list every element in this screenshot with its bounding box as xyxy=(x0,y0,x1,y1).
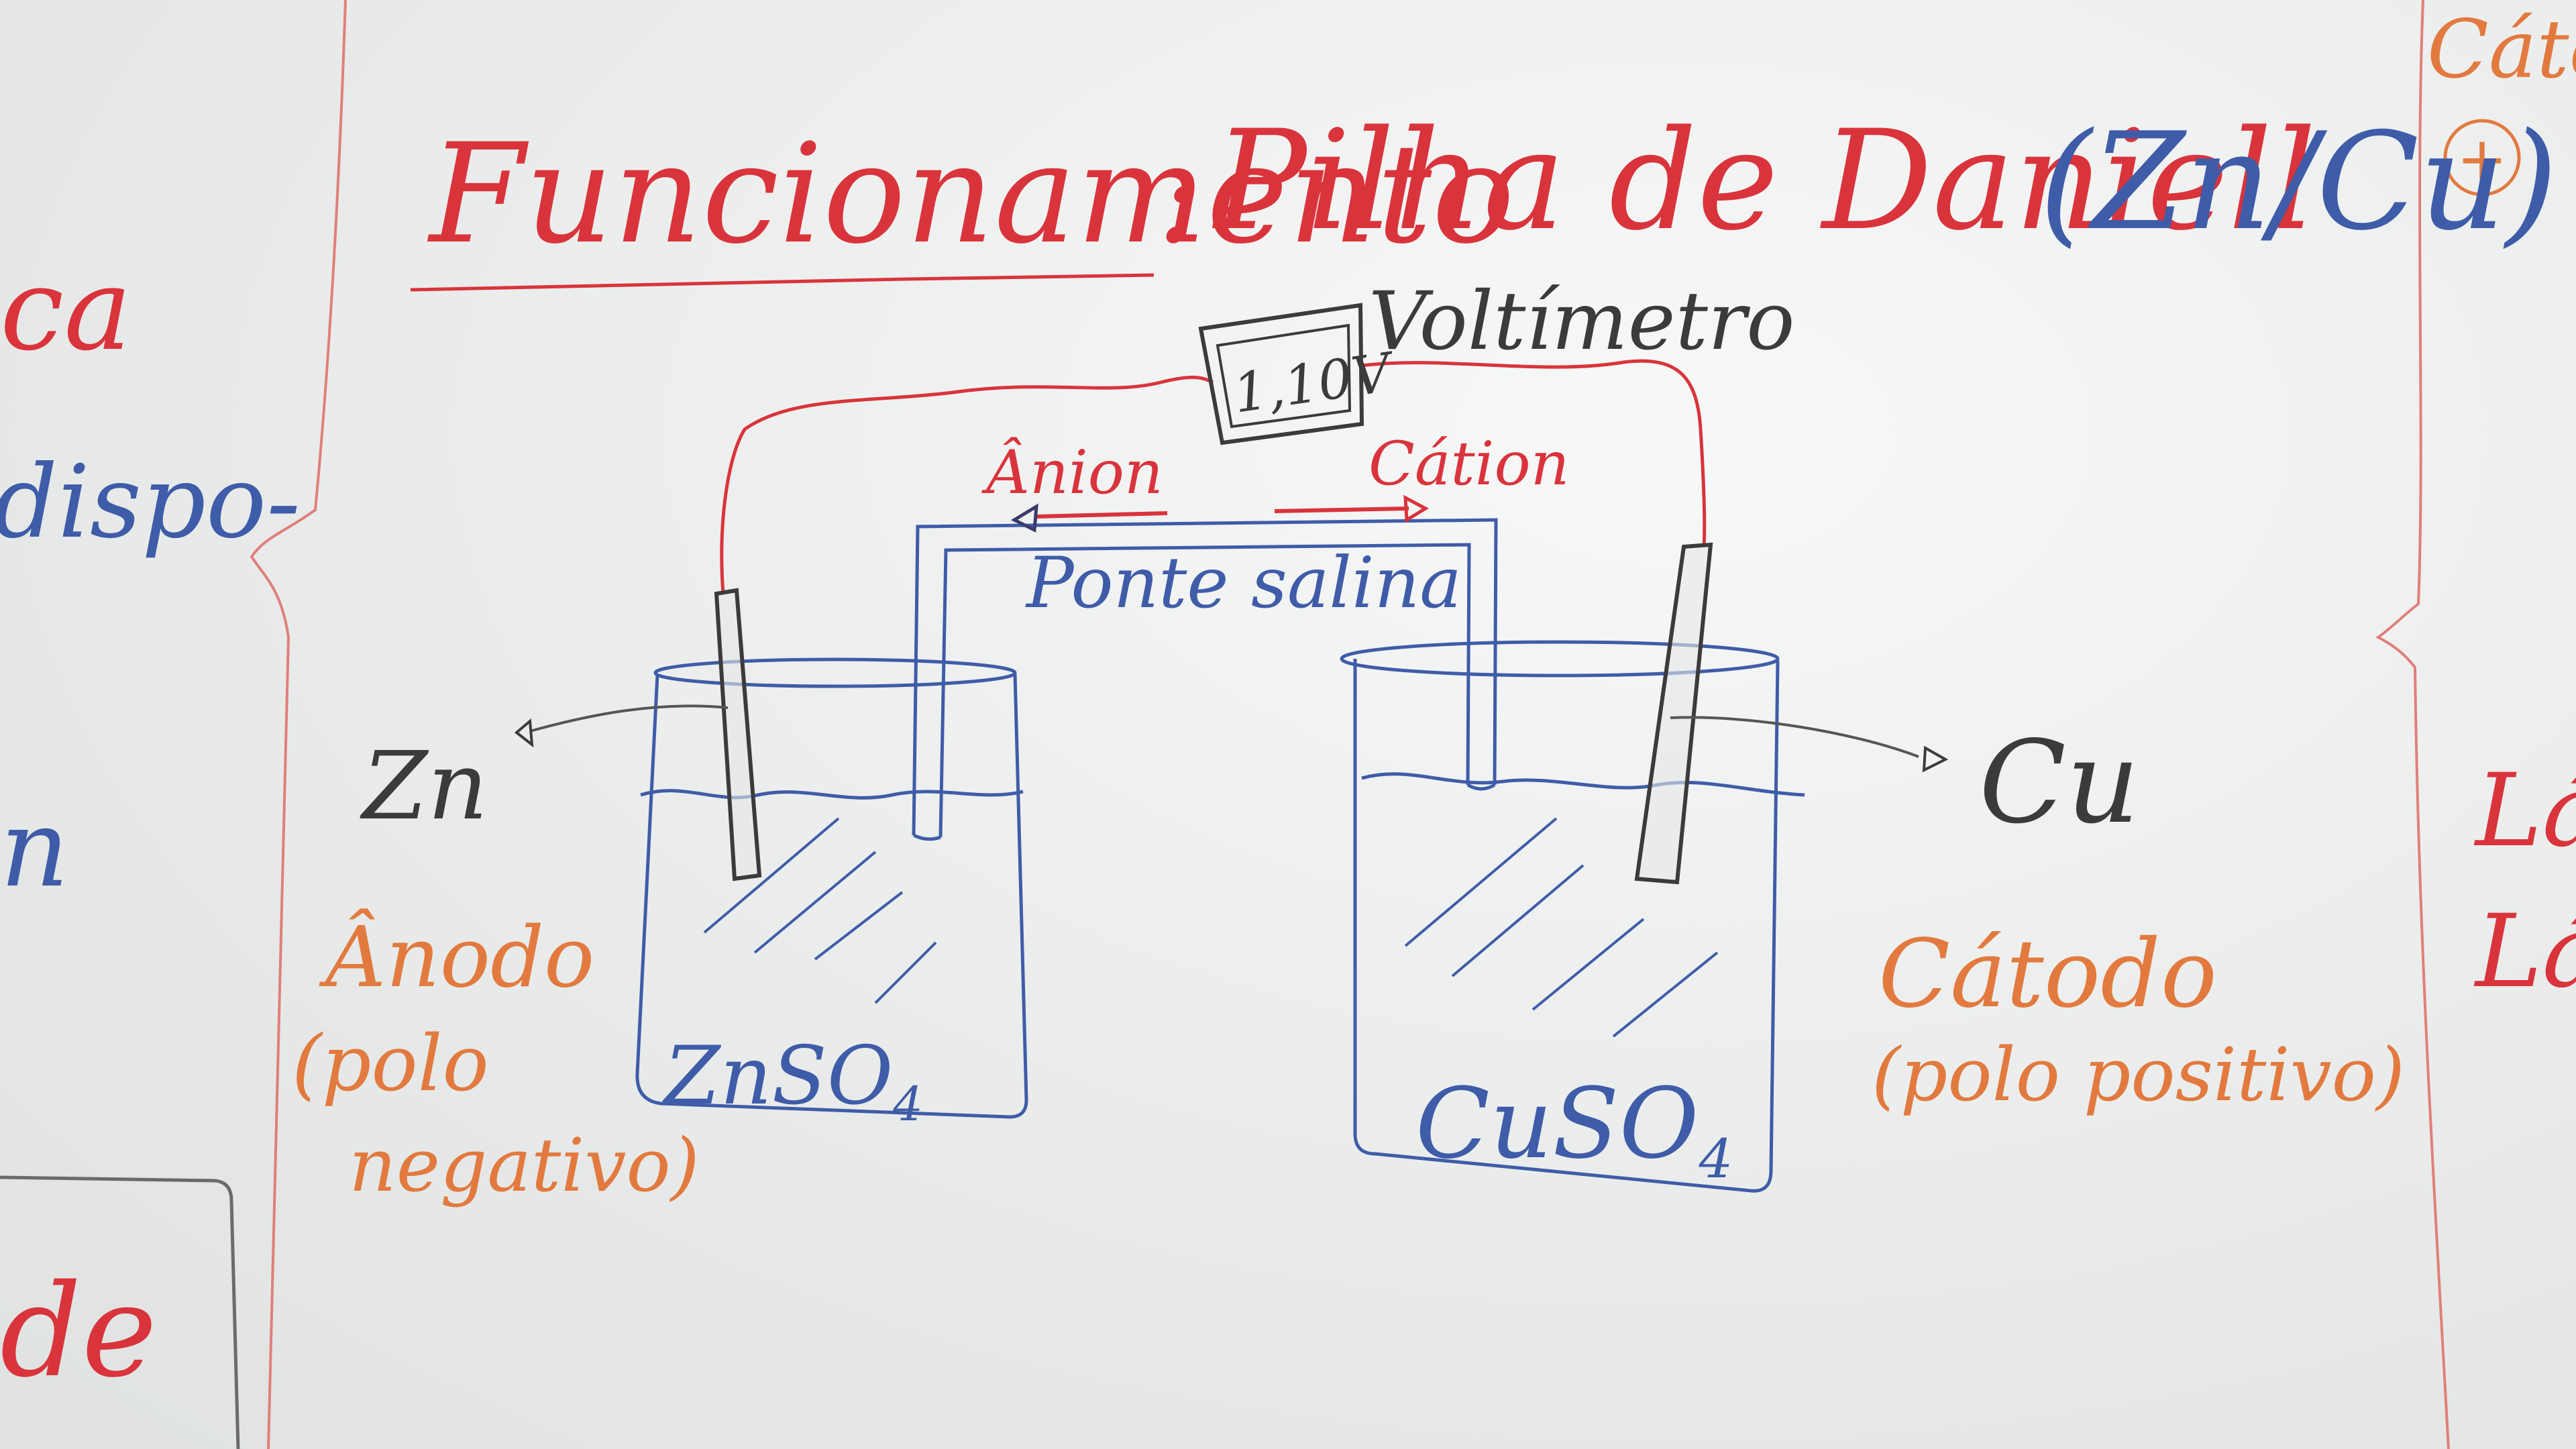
left-solution-hatching xyxy=(703,817,937,1004)
zn-pointer-head xyxy=(514,718,534,748)
cu-pointer-line xyxy=(1670,716,1919,758)
margin-fragment-dispo: dispo- xyxy=(0,444,301,561)
anode-label: Ânodo xyxy=(319,908,594,1006)
left-margin-box xyxy=(0,1175,240,1449)
zinc-label: Zn xyxy=(360,732,488,841)
anode-annotation: Zn Ânodo (polo negativo) xyxy=(292,704,729,1208)
voltmeter: 1,10V Voltímetro xyxy=(1198,275,1795,445)
anion-arrow-line xyxy=(1036,511,1168,519)
right-margin-divider xyxy=(2375,0,2450,1449)
left-beaker: ZnSO4 xyxy=(635,657,1028,1132)
margin-fragment-ca: ca xyxy=(0,244,132,376)
salt-bridge-right-end xyxy=(1466,783,1496,791)
left-beaker-body xyxy=(635,674,1028,1119)
anion-label: Ânion xyxy=(981,437,1163,508)
margin-fragment-plus: + xyxy=(2457,124,2507,195)
cation-arrow-head xyxy=(1403,494,1430,523)
voltmeter-box xyxy=(1198,303,1364,445)
right-beaker-body xyxy=(1353,659,1780,1193)
cathode-label: Cátodo xyxy=(1878,920,2217,1029)
left-margin-divider xyxy=(250,0,347,1449)
anode-polarity-line2: negativo) xyxy=(349,1122,700,1208)
external-circuit xyxy=(720,359,1707,594)
right-beaker: CuSO4 xyxy=(1340,640,1805,1193)
copper-label: Cu xyxy=(1979,716,2140,849)
voltmeter-inner-box xyxy=(1216,323,1352,429)
wire-right xyxy=(1361,359,1707,547)
salt-bridge-label: Ponte salina xyxy=(1025,542,1462,624)
title-main: Funcionamento xyxy=(427,115,1515,274)
right-solution-hatching xyxy=(1404,817,1719,1038)
right-margin: Cátodo + Lá Lá xyxy=(2375,0,2576,1449)
zinc-electrode xyxy=(714,588,762,881)
margin-fragment-catodo: Cátodo xyxy=(2427,3,2576,97)
margin-fragment-la-2: Lá xyxy=(2473,894,2576,1010)
right-solution-label: CuSO4 xyxy=(1415,1067,1733,1190)
left-solution-formula: ZnSO xyxy=(661,1030,893,1123)
cathode-polarity: (polo positivo) xyxy=(1872,1032,2405,1118)
zn-pointer-line xyxy=(529,704,729,733)
margin-fragment-n: n xyxy=(0,786,69,911)
anion-arrow-head xyxy=(1010,503,1038,533)
title-underline xyxy=(410,273,1155,292)
cation-label: Cátion xyxy=(1368,429,1570,499)
anode-polarity-line1: (polo xyxy=(292,1019,489,1109)
right-solution-formula: CuSO xyxy=(1415,1067,1699,1181)
copper-electrode xyxy=(1634,542,1713,885)
title: Funcionamento : Pilha de Daniell (Zn/Cu) xyxy=(410,101,2558,292)
positive-sign-circle xyxy=(2443,119,2521,197)
right-solution-surface xyxy=(1361,772,1805,797)
title-subject: Pilha de Daniell xyxy=(1212,101,2316,261)
voltmeter-label: Voltímetro xyxy=(1368,275,1795,368)
left-solution-label: ZnSO4 xyxy=(661,1030,923,1132)
salt-bridge-outer xyxy=(912,518,1498,836)
left-solution-subscript: 4 xyxy=(892,1077,923,1132)
cathode-annotation: Cu Cátodo (polo positivo) xyxy=(1670,716,2405,1118)
title-colon: : xyxy=(1157,123,1200,272)
margin-fragment-de: de xyxy=(0,1257,157,1405)
left-solution-surface xyxy=(640,789,1024,800)
margin-fragment-la-1: Lá xyxy=(2473,753,2576,869)
salt-bridge: Ponte salina Ânion Cátion xyxy=(912,429,1570,841)
cation-arrow-line xyxy=(1274,506,1409,513)
left-margin: ca dispo- n de xyxy=(0,0,347,1449)
wire-left xyxy=(720,376,1214,594)
salt-bridge-left-end xyxy=(912,833,941,841)
cu-pointer-head xyxy=(1922,745,1949,773)
title-pair: (Zn/Cu) xyxy=(2039,104,2558,260)
right-beaker-rim xyxy=(1340,640,1780,678)
right-solution-subscript: 4 xyxy=(1699,1128,1733,1190)
left-beaker-rim xyxy=(653,657,1017,688)
salt-bridge-inner xyxy=(938,543,1471,838)
